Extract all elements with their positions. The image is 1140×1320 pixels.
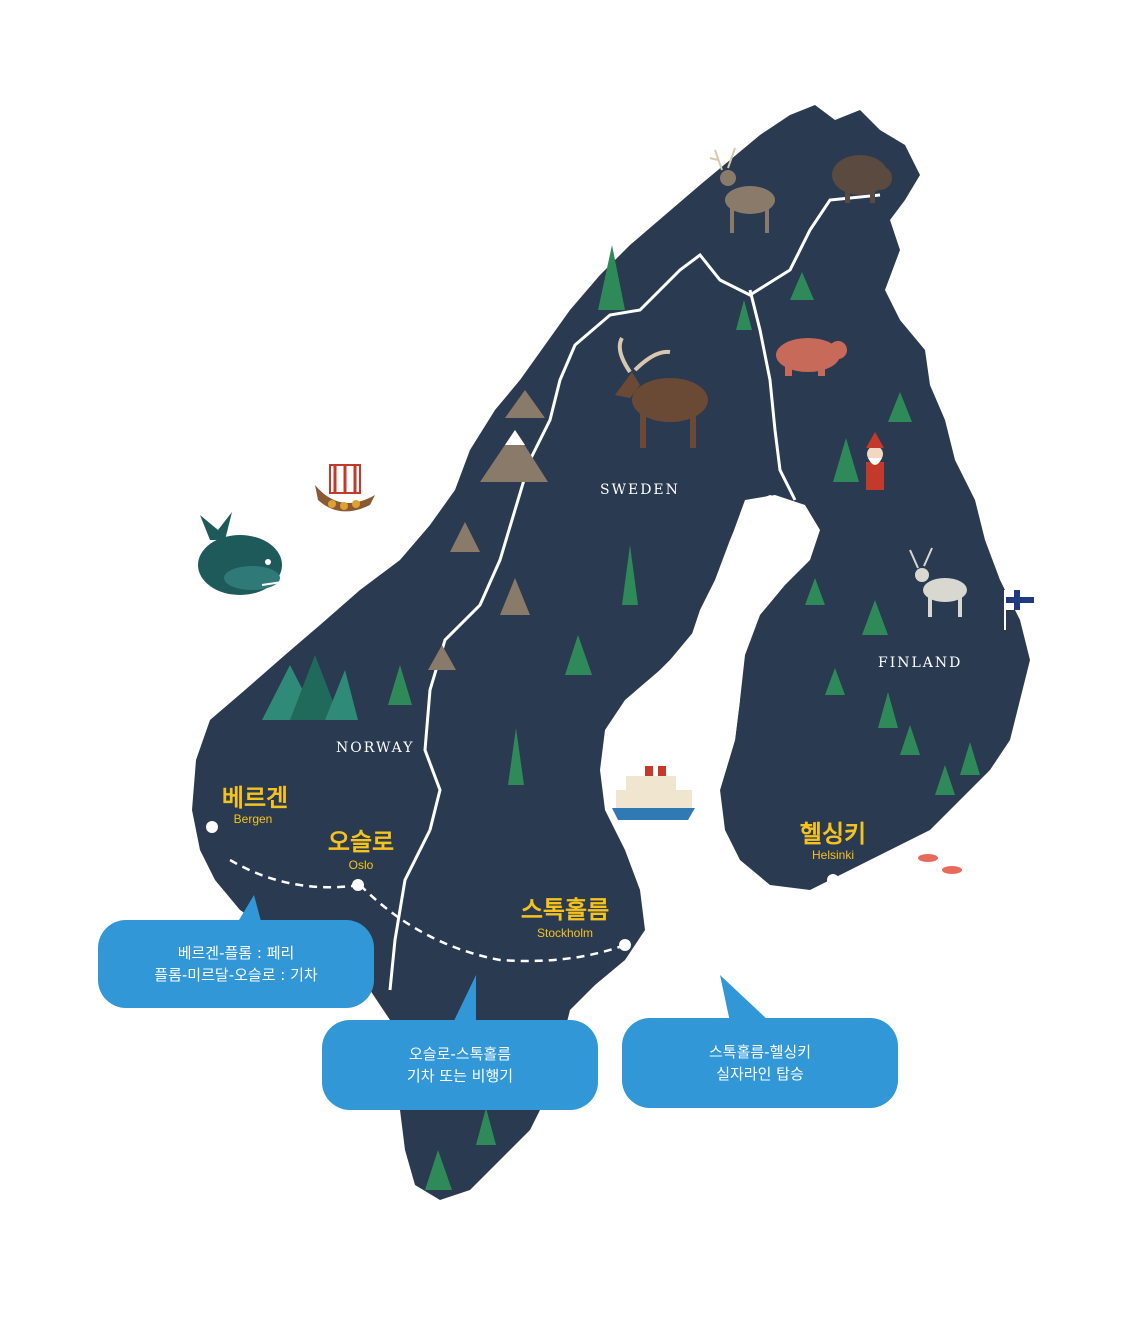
moose-icon (615, 336, 708, 448)
city-label-bergen: 베르겐 (221, 784, 289, 812)
bear-icon (776, 338, 847, 376)
viking-ship-icon (315, 464, 375, 512)
city-sublabel-stockholm: Stockholm (536, 926, 594, 940)
ferry-icon (612, 766, 695, 820)
finland-flag-icon (1004, 590, 1034, 630)
gulf-of-bothnia (630, 495, 820, 800)
musk-ox-icon (832, 155, 892, 203)
whale-icon (198, 512, 283, 595)
city-sublabel-helsinki: Helsinki (811, 848, 854, 862)
sweden-finland-border (748, 289, 797, 501)
bergen-dot[interactable] (206, 821, 218, 833)
helsinki-dot[interactable] (827, 874, 839, 886)
reindeer-finland-icon (909, 547, 967, 617)
route-note-stockholm-helsinki-line2: 실자라인 탑승 (716, 1065, 804, 1083)
oslo-dot[interactable] (352, 879, 364, 891)
fish-icon (918, 854, 962, 874)
country-label-norway: NORWAY (336, 740, 415, 756)
route-note-oslo-stockholm: 오슬로-스톡홀름 기차 또는 비행기 (322, 1020, 598, 1110)
city-sublabel-bergen: Bergen (233, 812, 273, 826)
country-label-finland: FINLAND (878, 655, 963, 671)
city-sublabel-oslo: Oslo (348, 858, 374, 872)
mountain-icon (262, 390, 548, 720)
stockholm-dot[interactable] (619, 939, 631, 951)
route-note-bergen-oslo-line1: 베르겐-플롬 : 페리 (177, 944, 295, 962)
route-note-stockholm-helsinki: 스톡홀름-헬싱키 실자라인 탑승 (622, 1018, 898, 1108)
route-note-oslo-stockholm-line2: 기차 또는 비행기 (406, 1067, 514, 1085)
route-note-bergen-oslo: 베르겐-플롬 : 페리 플롬-미르달-오슬로 : 기차 (98, 920, 374, 1008)
route-note-oslo-stockholm-line1: 오슬로-스톡홀름 (408, 1045, 511, 1063)
country-label-sweden: SWEDEN (600, 482, 680, 498)
route-bergen-oslo (229, 858, 361, 889)
santa-icon (866, 432, 884, 490)
norway-sweden-south-border (388, 829, 432, 991)
route-oslo-stockholm (359, 884, 626, 963)
city-label-oslo: 오슬로 (327, 828, 395, 856)
route-note-bergen-oslo-line2: 플롬-미르달-오슬로 : 기차 (154, 966, 318, 984)
tree-icon (388, 245, 980, 1190)
route-note-stockholm-helsinki-line1: 스톡홀름-헬싱키 (708, 1043, 811, 1061)
city-label-helsinki: 헬싱키 (799, 820, 867, 848)
city-label-stockholm: 스톡홀름 (520, 896, 610, 924)
reindeer-icon (709, 147, 775, 233)
scandinavia-landmass (192, 105, 1030, 1200)
